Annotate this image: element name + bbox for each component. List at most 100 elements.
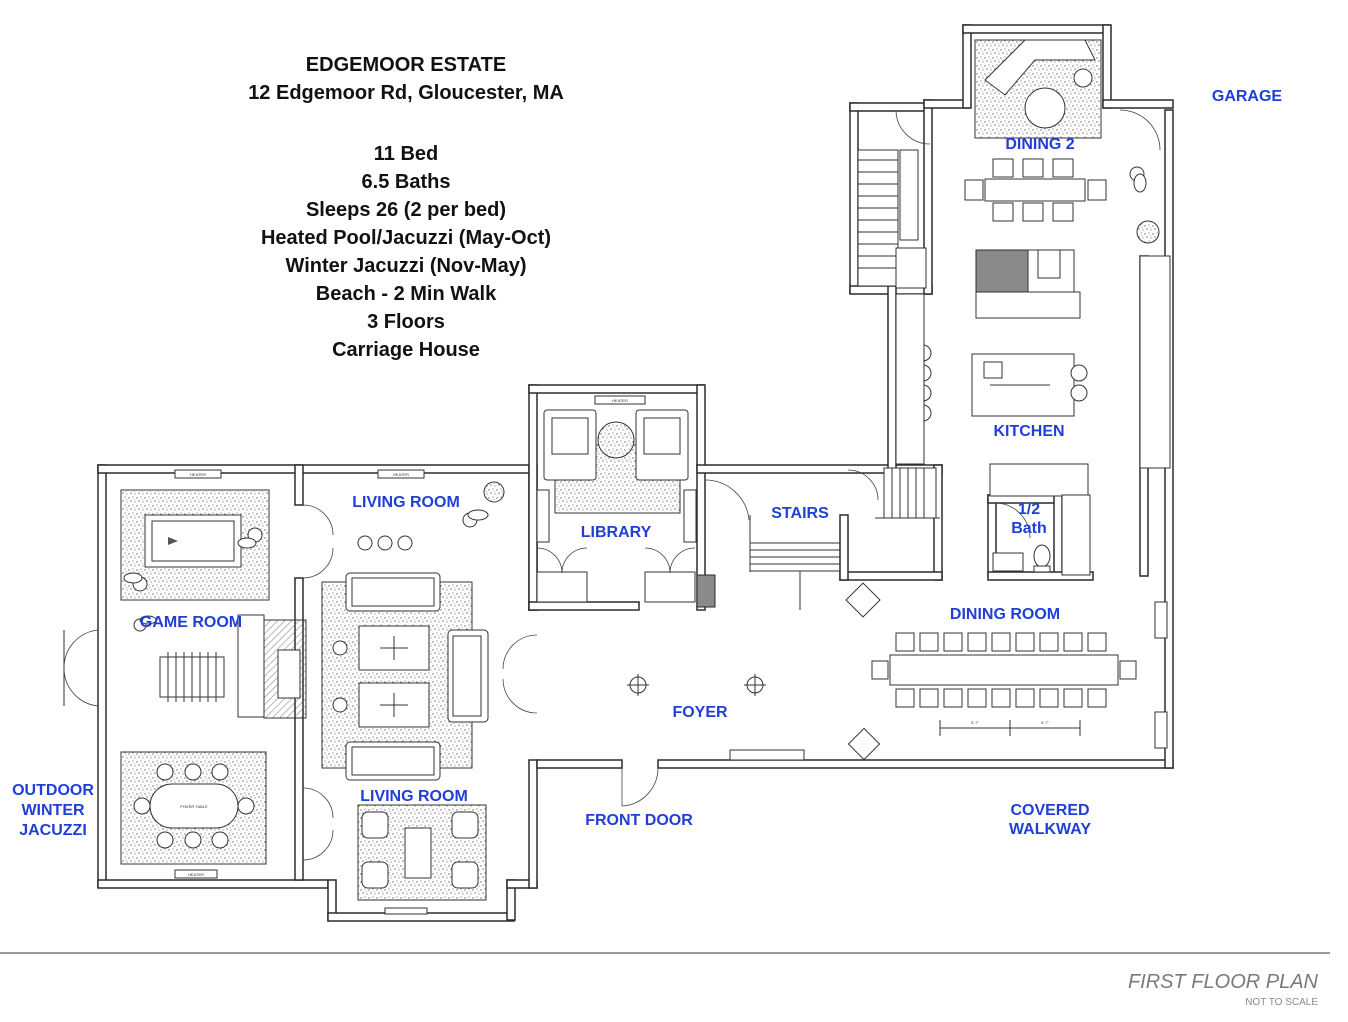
back-stairs <box>875 467 940 519</box>
armchair <box>847 727 881 761</box>
armchair-2 <box>635 409 689 481</box>
sideboard <box>1154 711 1168 749</box>
heater-unit <box>594 395 646 405</box>
label-foyer: FOYER <box>672 704 728 721</box>
library: HEATER <box>536 395 697 603</box>
label-garage: GARAGE <box>1212 88 1283 105</box>
dimension-line: 5'-7" 5'-7" <box>939 720 1081 736</box>
label-covered-walkway-1: COVERED <box>1010 802 1089 819</box>
property-title: EDGEMOOR ESTATE <box>306 54 506 76</box>
label-covered-walkway-2: WALKWAY <box>1009 821 1091 838</box>
heater-unit <box>384 907 428 915</box>
feature-beach: Beach - 2 Min Walk <box>316 283 497 305</box>
dining-table <box>889 654 1119 686</box>
cabinet-east <box>644 571 696 603</box>
bookshelf-west <box>536 489 550 543</box>
dining-room: 5'-7" 5'-7" <box>871 601 1168 749</box>
dimension-1: 5'-7" <box>971 720 980 725</box>
feature-floors: 3 Floors <box>367 311 445 333</box>
stairs-treads <box>749 515 840 610</box>
footer: FIRST FLOOR PLAN NOT TO SCALE <box>0 952 1330 1008</box>
label-outdoor-jacuzzi-1: OUTDOOR <box>12 782 94 799</box>
label-kitchen: KITCHEN <box>993 423 1064 440</box>
plant-icon <box>1136 220 1160 244</box>
person-icon <box>123 527 263 632</box>
ceiling-light <box>744 674 766 696</box>
label-half-bath-1: 1/2 <box>1018 501 1040 518</box>
round-table <box>1024 87 1066 129</box>
label-front-door: FRONT DOOR <box>585 812 693 829</box>
vanity <box>992 552 1024 572</box>
dining-2-chairs <box>964 158 1107 222</box>
heater-label: HEATER <box>393 472 409 477</box>
plan-title: FIRST FLOOR PLAN <box>1128 971 1319 993</box>
heater-label: HEATER <box>188 872 204 877</box>
fireplace <box>237 614 307 719</box>
game-room: HEATER <box>63 469 270 879</box>
heater-unit <box>174 469 222 479</box>
ottomans <box>332 535 413 713</box>
jacuzzi-door <box>63 629 99 707</box>
armchair-1 <box>543 409 597 481</box>
room-labels: GARAGE DINING 2 KITCHEN 1/2 Bath STAIRS … <box>12 88 1282 839</box>
counter-run <box>895 293 925 465</box>
feature-pool: Heated Pool/Jacuzzi (May-Oct) <box>261 227 551 249</box>
heater-unit <box>174 869 218 879</box>
toilet-icon <box>1033 544 1051 568</box>
pool-table <box>144 514 242 568</box>
heater-label: HEATER <box>612 398 628 403</box>
stairs <box>704 467 940 610</box>
feature-bedrooms: 11 Bed <box>374 143 438 165</box>
label-game-room: GAME ROOM <box>140 614 242 631</box>
bookshelf-east <box>683 489 697 543</box>
ceiling-light <box>627 674 649 696</box>
dining-2 <box>964 39 1161 244</box>
property-address: 12 Edgemoor Rd, Gloucester, MA <box>248 82 564 104</box>
label-outdoor-jacuzzi-3: JACUZZI <box>19 822 87 839</box>
feature-carriage-house: Carriage House <box>332 339 480 361</box>
label-living-room: LIVING ROOM <box>352 494 460 511</box>
feature-baths: 6.5 Baths <box>362 171 451 193</box>
north-stairwell <box>857 109 931 289</box>
kitchen <box>895 249 1171 469</box>
living-room-main: HEATER <box>302 469 538 861</box>
poker-table: POKER TABLE <box>133 763 255 849</box>
heater-unit <box>377 469 425 479</box>
label-half-bath-2: Bath <box>1011 520 1047 537</box>
closet <box>989 463 1089 497</box>
foyer <box>621 582 881 807</box>
person-icon <box>462 509 489 528</box>
range-block <box>975 249 1081 319</box>
heater-label: HEATER <box>190 472 206 477</box>
label-library: LIBRARY <box>581 524 652 541</box>
label-dining-room: DINING ROOM <box>950 606 1060 623</box>
coffee-table <box>404 827 432 879</box>
pantry-counter <box>1139 255 1171 469</box>
label-living-room-south: LIVING ROOM <box>360 788 468 805</box>
dining-chairs <box>871 632 1137 708</box>
feature-winter-jacuzzi: Winter Jacuzzi (Nov-May) <box>286 255 527 277</box>
cabinet-west <box>536 571 588 603</box>
dimension-2: 5'-7" <box>1041 720 1050 725</box>
poker-table-label: POKER TABLE <box>180 804 208 809</box>
sideboard <box>1154 601 1168 639</box>
foosball-table <box>159 652 225 702</box>
label-dining-2: DINING 2 <box>1005 136 1074 153</box>
side-table <box>597 421 635 459</box>
person-icon <box>1129 166 1147 193</box>
property-info: EDGEMOOR ESTATE 12 Edgemoor Rd, Gloucest… <box>248 54 564 361</box>
sectional-sofa <box>984 39 1096 96</box>
console-table <box>729 749 805 761</box>
plan-subtitle: NOT TO SCALE <box>1245 997 1318 1008</box>
dining-2-table <box>984 178 1086 202</box>
feature-sleeps: Sleeps 26 (2 per bed) <box>306 199 506 221</box>
label-stairs: STAIRS <box>771 505 829 522</box>
label-outdoor-jacuzzi-2: WINTER <box>21 802 85 819</box>
armchair <box>845 582 881 618</box>
sofa-south <box>345 741 441 781</box>
front-door-swing <box>621 767 659 807</box>
living-room-south <box>357 804 487 915</box>
half-bath <box>989 463 1091 576</box>
sofa-north <box>345 572 441 612</box>
